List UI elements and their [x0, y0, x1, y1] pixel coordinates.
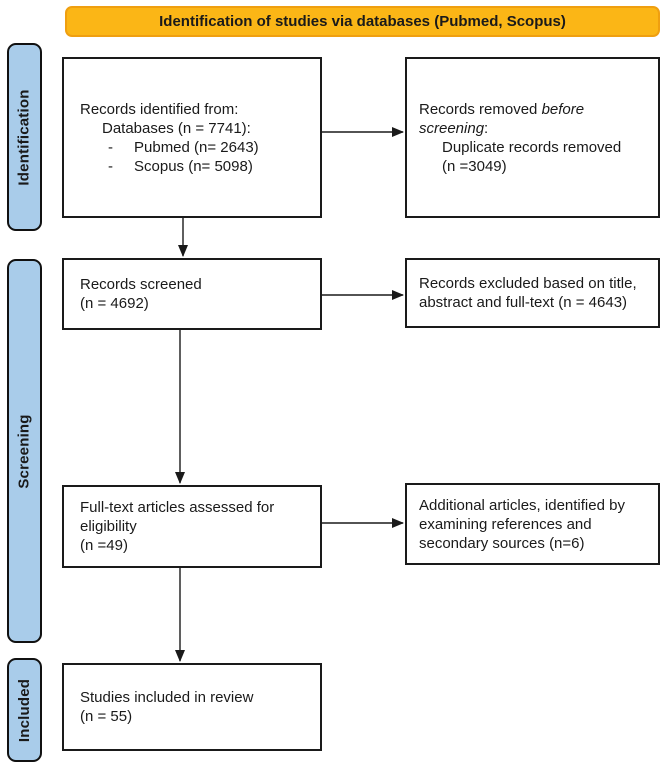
banner-title: Identification of studies via databases … — [159, 13, 566, 30]
records-identified-bullet-pubmed: - Pubmed (n= 2643) — [108, 138, 314, 157]
records-removed-detail: Duplicate records removed (n =3049) — [442, 138, 622, 175]
records-screened-text: Records screened (n = 4692) — [80, 276, 202, 312]
box-records-removed: Records removed before screening: Duplic… — [405, 57, 660, 218]
records-removed-prefix: Records removed — [419, 100, 542, 118]
records-identified-intro: Records identified from: — [80, 100, 239, 118]
stage-included: Included — [7, 658, 42, 762]
box-additional-articles: Additional articles, identified by exami… — [405, 483, 660, 565]
box-records-identified: Records identified from: Databases (n = … — [62, 57, 322, 218]
records-excluded-text: Records excluded based on title, abstrac… — [419, 275, 637, 311]
additional-articles-text: Additional articles, identified by exami… — [419, 496, 625, 552]
stage-identification: Identification — [7, 43, 42, 231]
box-studies-included: Studies included in review (n = 55) — [62, 663, 322, 751]
banner-identification-of-studies: Identification of studies via databases … — [65, 6, 660, 37]
stage-identification-label: Identification — [16, 88, 34, 186]
box-records-screened: Records screened (n = 4692) — [62, 258, 322, 330]
records-removed-italic: before screening — [419, 100, 585, 137]
studies-included-text: Studies included in review (n = 55) — [80, 689, 254, 725]
fulltext-assessed-text: Full-text articles assessed for eligibil… — [80, 499, 275, 554]
bullet-dash: - — [108, 157, 113, 175]
bullet-pubmed-text: Pubmed (n= 2643) — [134, 138, 259, 156]
stage-screening: Screening — [7, 259, 42, 643]
records-identified-databases: Databases (n = 7741): — [102, 119, 251, 137]
bullet-scopus-text: Scopus (n= 5098) — [134, 157, 253, 175]
stage-screening-label: Screening — [16, 413, 34, 489]
box-fulltext-assessed: Full-text articles assessed for eligibil… — [62, 485, 322, 568]
stage-included-label: Included — [16, 678, 33, 742]
records-identified-bullet-scopus: - Scopus (n= 5098) — [108, 157, 314, 176]
box-records-excluded: Records excluded based on title, abstrac… — [405, 258, 660, 328]
records-removed-suffix: : — [484, 119, 489, 137]
bullet-dash: - — [108, 138, 113, 156]
records-removed-heading: Records removed before screening: — [419, 100, 652, 138]
